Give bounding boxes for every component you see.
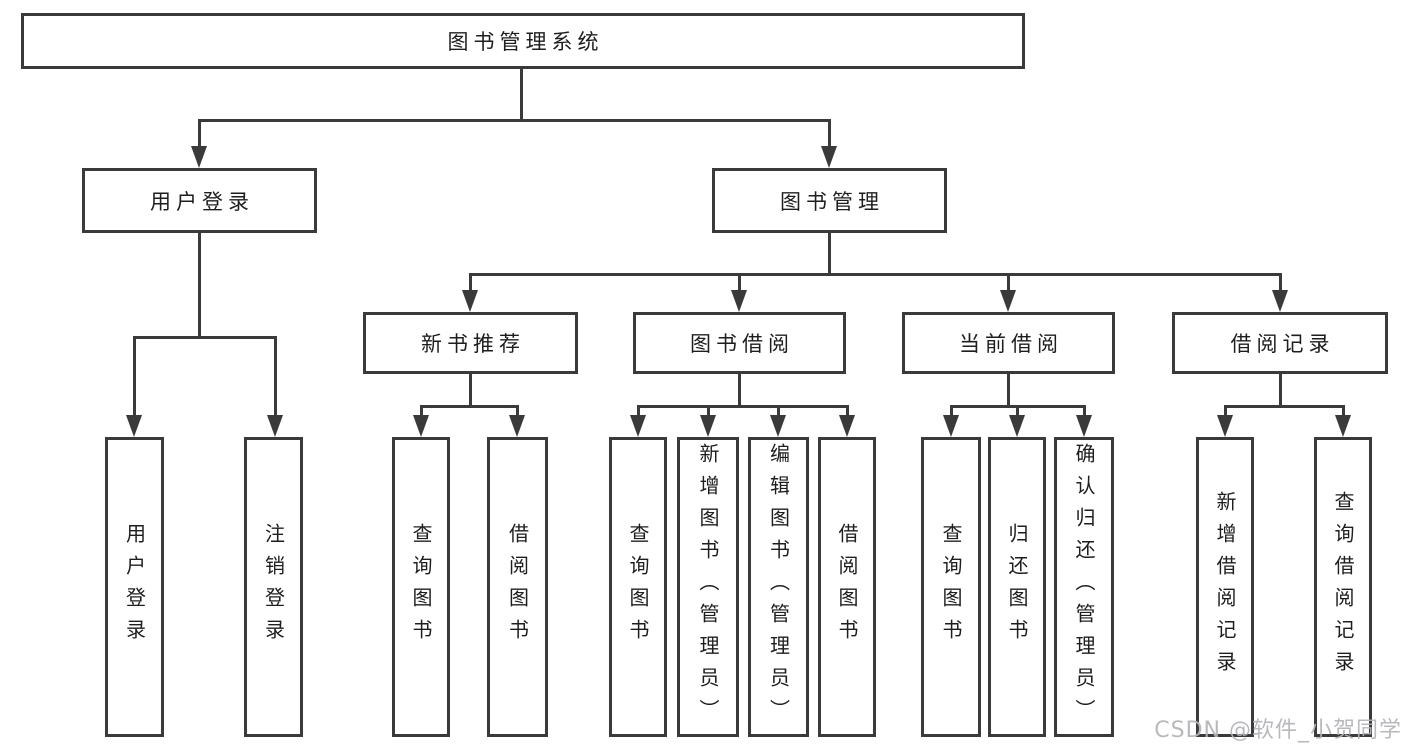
node-root: 图书管理系统 xyxy=(21,13,1025,69)
node-book-borrow: 图书借阅 xyxy=(633,312,846,374)
leaf-edit-books-admin: 编辑图书（管理员） xyxy=(748,437,809,737)
arrow-down-icon xyxy=(1009,415,1025,437)
connector-bookborrow-rail xyxy=(636,405,849,408)
node-user-login: 用户登录 xyxy=(82,168,317,233)
arrow-down-icon xyxy=(943,415,959,437)
leaf-user-login: 用户登录 xyxy=(105,437,164,737)
leaf-return-books: 归还图书 xyxy=(988,437,1046,737)
connector-drop xyxy=(1341,405,1345,419)
connector-records-rail xyxy=(1223,405,1345,408)
node-book-management: 图书管理 xyxy=(712,168,947,233)
connector-records-stem xyxy=(1278,374,1282,407)
connector-drop xyxy=(468,273,472,293)
connector-drop xyxy=(706,405,710,419)
arrow-down-icon xyxy=(1217,415,1233,437)
connector-root-stem xyxy=(519,69,523,121)
csdn-watermark: CSDN @软件_小贺同学 xyxy=(1154,718,1402,743)
connector-drop xyxy=(197,119,201,150)
arrow-down-icon xyxy=(1076,415,1092,437)
arrow-down-icon xyxy=(462,290,478,312)
node-borrow-records: 借阅记录 xyxy=(1172,312,1388,374)
leaf-logout: 注销登录 xyxy=(244,437,303,737)
arrow-down-icon xyxy=(1000,290,1016,312)
arrow-down-icon xyxy=(126,415,142,437)
connector-drop xyxy=(419,405,423,419)
connector-bookborrow-stem xyxy=(737,374,741,407)
arrow-down-icon xyxy=(839,415,855,437)
arrow-down-icon xyxy=(821,146,837,168)
connector-userlogin-rail xyxy=(132,336,277,339)
connector-drop xyxy=(737,273,741,293)
connector-drop xyxy=(515,405,519,419)
connector-drop xyxy=(273,336,277,418)
connector-drop xyxy=(132,336,136,418)
leaf-query-books-current: 查询图书 xyxy=(921,437,981,737)
leaf-add-borrow-record: 新增借阅记录 xyxy=(1196,437,1254,737)
leaf-query-books-recommend: 查询图书 xyxy=(392,437,450,737)
connector-drop xyxy=(1082,405,1086,419)
leaf-query-borrow-record: 查询借阅记录 xyxy=(1314,437,1372,737)
connector-drop xyxy=(949,405,953,419)
connector-drop xyxy=(827,119,831,150)
leaf-borrow-books-recommend: 借阅图书 xyxy=(487,437,548,737)
leaf-query-books-borrow: 查询图书 xyxy=(609,437,667,737)
arrow-down-icon xyxy=(700,415,716,437)
arrow-down-icon xyxy=(630,415,646,437)
leaf-add-books-admin: 新增图书（管理员） xyxy=(677,437,739,737)
arrow-down-icon xyxy=(509,415,525,437)
connector-drop xyxy=(1278,273,1282,293)
connector-drop xyxy=(1015,405,1019,419)
arrow-down-icon xyxy=(267,415,283,437)
leaf-confirm-return-admin: 确认归还（管理员） xyxy=(1054,437,1114,737)
connector-bookmgmt-stem xyxy=(827,233,831,275)
connector-currentborrow-stem xyxy=(1006,374,1010,407)
connector-drop xyxy=(1223,405,1227,419)
arrow-down-icon xyxy=(1335,415,1351,437)
leaf-borrow-books: 借阅图书 xyxy=(818,437,876,737)
node-new-book-recommend: 新书推荐 xyxy=(363,312,578,374)
connector-drop xyxy=(636,405,640,419)
arrow-down-icon xyxy=(770,415,786,437)
connector-drop xyxy=(776,405,780,419)
connector-root-rail xyxy=(197,119,831,122)
connector-recommend-stem xyxy=(468,374,472,407)
connector-recommend-rail xyxy=(419,405,519,408)
connector-drop xyxy=(845,405,849,419)
connector-bookmgmt-rail xyxy=(468,273,1282,276)
connector-userlogin-stem xyxy=(197,233,201,338)
node-current-borrow: 当前借阅 xyxy=(902,312,1115,374)
connector-drop xyxy=(1006,273,1010,293)
arrow-down-icon xyxy=(191,146,207,168)
arrow-down-icon xyxy=(1272,290,1288,312)
arrow-down-icon xyxy=(731,290,747,312)
arrow-down-icon xyxy=(413,415,429,437)
